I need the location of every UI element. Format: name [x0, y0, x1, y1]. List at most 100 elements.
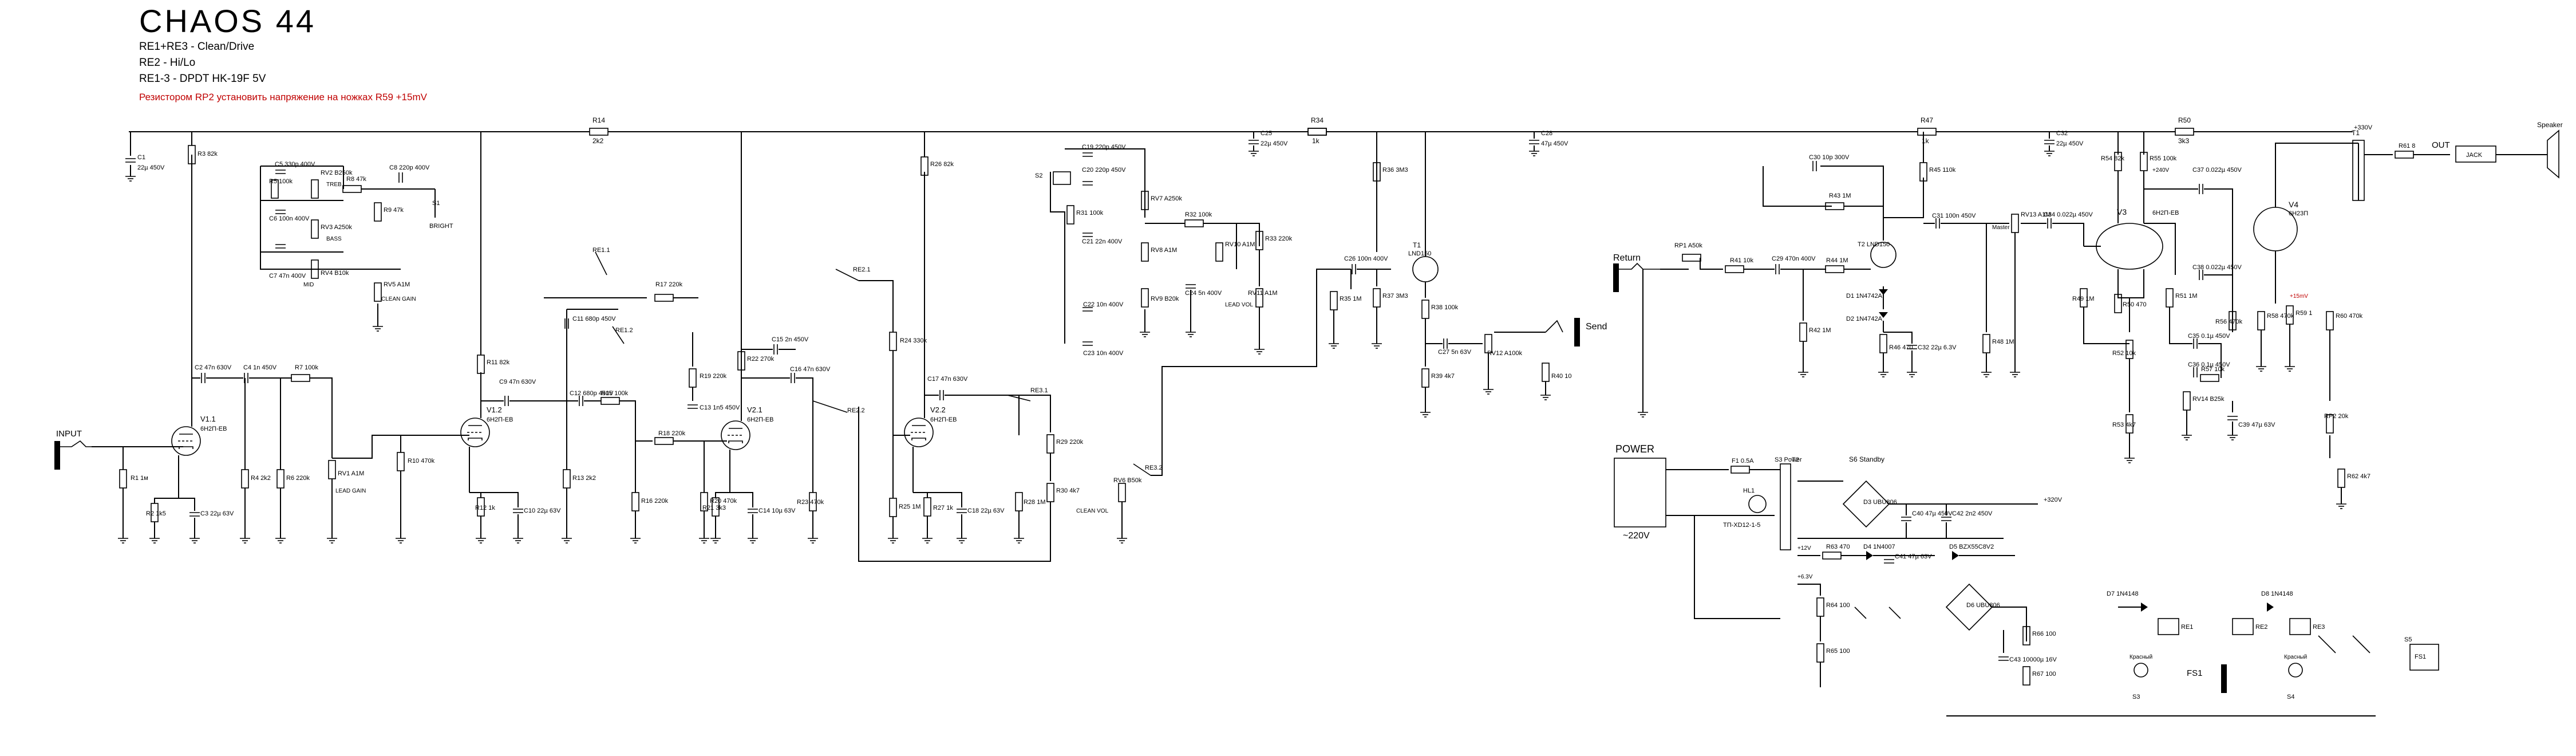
rv6-label: RV6 B50k: [1113, 477, 1142, 484]
v3-type: 6H2П-EB: [2152, 210, 2179, 216]
v21-stage: V2.1 6H2П-EB R22 270k C15 2n 450V C16 47…: [702, 132, 831, 544]
r37-label: R37 3M3: [1382, 293, 1408, 300]
re11-label: RE1.1: [592, 247, 610, 254]
speaker-label: Speaker: [2537, 121, 2563, 129]
rail-r14: R14: [592, 116, 605, 124]
rail-labels: R14 2k2 R34 1k R47 1k R50 3k3 +330V: [592, 116, 2373, 145]
c12-label: C12 680p 450V: [570, 390, 614, 397]
bias-label: +15mV: [2290, 293, 2308, 300]
r57-label: R57 10k: [2201, 366, 2225, 373]
rv12-label: RV12 A100k: [1487, 350, 1522, 357]
transformer-label: T2: [1792, 456, 1799, 463]
s3-label: S3: [2132, 694, 2140, 700]
input-label: INPUT: [56, 429, 82, 439]
r46-label: R46 470: [1889, 344, 1913, 351]
r28-label: R28 1M: [1024, 499, 1046, 506]
c28-value: 47µ 450V: [1541, 140, 1568, 147]
c40-label: C40 47µ 450V: [1912, 510, 1953, 517]
r18-label: R18 220k: [658, 430, 686, 437]
out-label: OUT: [2432, 140, 2450, 150]
r20-label: R20 470k: [710, 498, 737, 505]
lnd150-label: LND150: [1408, 250, 1431, 257]
c2-label: C2 47n 630V: [195, 364, 232, 371]
rail-r47: R47: [1921, 116, 1933, 124]
s2-label: S2: [1035, 172, 1042, 179]
c32b-label: C32 22µ 6.3V: [1918, 344, 1957, 351]
jack-label: JACK: [2466, 152, 2483, 159]
r31-label: R31 100k: [1076, 210, 1104, 216]
r35-label: R35 1M: [1340, 296, 1362, 302]
lead-gain-label: LEAD GAIN: [335, 488, 366, 494]
fx-loop-section: C26 100n 400V R35 1M R37 3M3 R36 3M3 T1 …: [1151, 132, 1607, 476]
rv13-label: RV13 A1M: [2021, 211, 2050, 218]
r6-label: R6 220k: [286, 475, 310, 482]
rv4-label: RV4 B10k: [321, 270, 349, 277]
rp2-label: RP2 20k: [2324, 413, 2349, 420]
rv14-label: RV14 B25k: [2192, 396, 2225, 403]
r23-label: R23 470k: [797, 499, 824, 506]
c42-label: C42 2n2 450V: [1952, 510, 1993, 517]
clean-gain-label: CLEAN GAIN: [381, 296, 416, 302]
r5-label: R5 100k: [269, 178, 293, 185]
r64-label: R64 100: [1826, 602, 1850, 609]
c19-label: C19 220p 450V: [1082, 144, 1126, 151]
c32-label: C32: [2056, 130, 2068, 137]
r29-label: R29 220k: [1056, 439, 1084, 446]
rv10-label: RV10 A1M: [1225, 241, 1255, 248]
r50b-label: R50 470: [2123, 301, 2147, 308]
r66-label: R66 100: [2032, 631, 2056, 637]
return-section: Return RP1 A50k R41 10k C29 470n 400V R4…: [1613, 132, 2093, 418]
t1-lnd-label: T1: [1413, 241, 1421, 249]
mains-socket-icon[interactable]: [1614, 458, 1666, 527]
c11-label: C11 680p 450V: [572, 316, 616, 322]
c31-label: C31 100n 450V: [1932, 212, 1976, 219]
r15-label: R15 100k: [601, 390, 629, 397]
c21-label: C21 22n 400V: [1082, 238, 1123, 245]
v11-label: V1.1: [200, 415, 216, 423]
v21-label: V2.1: [747, 405, 762, 414]
power-label: POWER: [1615, 443, 1654, 455]
r59-label: R59 1: [2296, 310, 2312, 317]
rv11-label: RV11 A1M: [1248, 290, 1278, 297]
c4-label: C4 1n 450V: [243, 364, 277, 371]
r12-label: R12 1k: [475, 505, 495, 511]
c34-label: C34 0.022µ 450V: [2044, 211, 2093, 218]
rail-r50: R50: [2178, 116, 2191, 124]
re22-label: RE2.2: [847, 407, 865, 414]
c6-label: C6 100n 400V: [269, 215, 310, 222]
hv-rail: [129, 128, 2353, 136]
t1-label: T1: [2352, 129, 2360, 137]
send-jack-icon[interactable]: [1574, 318, 1580, 346]
c15-label: C15 2n 450V: [772, 336, 809, 343]
rail-caps: C1 22µ 450V C25 22µ 450V C28 47µ 450V C3…: [125, 130, 2084, 182]
red-led-2-label: Красный: [2284, 654, 2307, 660]
v12-label: V1.2: [487, 405, 502, 414]
r24-label: R24 330k: [900, 337, 927, 344]
d4-label: D4 1N4007: [1863, 544, 1895, 550]
c30-label: C30 10p 300V: [1809, 154, 1850, 161]
rv3-label: RV3 A250k: [321, 224, 352, 231]
r51-label: R51 1M: [2175, 293, 2198, 300]
c22-label: C22 10n 400V: [1083, 301, 1124, 308]
re12-label: RE1.2: [615, 327, 633, 334]
c24-label: C24 5n 400V: [1185, 290, 1222, 297]
c1-label: C1: [137, 154, 145, 161]
r43-label: R43 1M: [1829, 192, 1851, 199]
c17-label: C17 47n 630V: [927, 376, 968, 383]
lead-tone-stack: S2 C19 220p 450V C20 220p 450V R31 100k …: [1035, 144, 1293, 357]
r49-label: R49 1M: [2072, 296, 2095, 302]
c39-label: C39 47µ 63V: [2238, 422, 2275, 428]
c25-label: C25: [1261, 130, 1272, 137]
c13-label: C13 1n5 450V: [700, 404, 740, 411]
return-jack-icon[interactable]: [1613, 263, 1619, 292]
r21-label: R21 3k3: [702, 505, 726, 511]
d8-label: D8 1N4148: [2261, 590, 2293, 597]
r33-label: R33 220k: [1265, 235, 1293, 242]
r60-label: R60 470k: [2336, 313, 2363, 320]
r45-label: R45 110k: [1929, 167, 1956, 174]
r19-label: R19 220k: [700, 373, 727, 380]
v22-label: V2.2: [930, 405, 946, 414]
input-jack-icon[interactable]: [54, 441, 60, 470]
v4-type: 6H23П: [2289, 210, 2308, 217]
r30-label: R30 4k7: [1056, 487, 1080, 494]
